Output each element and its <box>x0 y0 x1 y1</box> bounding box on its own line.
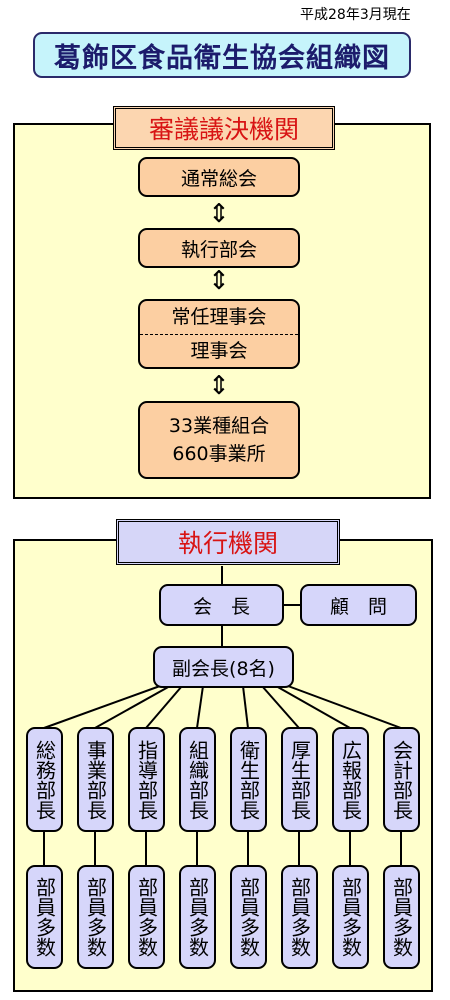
members-box: 部員多数 <box>179 865 216 969</box>
department-box: 広報部長 <box>332 727 369 832</box>
members-box: 部員多数 <box>383 865 420 969</box>
connector-line <box>94 685 171 729</box>
double-arrow-icon: ⇕ <box>208 371 230 401</box>
deliberative-heading: 審議議決機関 <box>113 106 335 150</box>
members-box: 部員多数 <box>230 865 267 969</box>
unions-line1: 33業種組合 <box>168 415 270 437</box>
vice-president-box: 副会長(8名) <box>153 646 294 688</box>
board-box: 常任理事会 理事会 <box>138 299 300 369</box>
members-box: 部員多数 <box>77 865 114 969</box>
unions-box: 33業種組合 660事業所 <box>138 401 300 479</box>
chart-title: 葛飾区食品衛生協会組織図 <box>33 32 411 78</box>
department-box: 総務部長 <box>26 727 63 832</box>
board-divider <box>140 333 298 335</box>
connector-line <box>145 685 183 729</box>
general-meeting-box: 通常総会 <box>138 157 300 197</box>
connector-line <box>43 685 161 729</box>
department-box: 会計部長 <box>383 727 420 832</box>
connector-line <box>196 685 204 729</box>
members-box: 部員多数 <box>26 865 63 969</box>
connector-line <box>275 685 351 729</box>
members-box: 部員多数 <box>332 865 369 969</box>
standing-board-label: 常任理事会 <box>171 305 267 328</box>
executive-meeting-box: 執行部会 <box>138 228 300 268</box>
department-box: 組織部長 <box>179 727 216 832</box>
department-box: 衛生部長 <box>230 727 267 832</box>
executive-heading: 執行機関 <box>116 519 340 565</box>
connector-line <box>242 685 249 729</box>
department-box: 厚生部長 <box>281 727 318 832</box>
department-box: 指導部長 <box>128 727 165 832</box>
double-arrow-icon: ⇕ <box>208 266 230 296</box>
members-box: 部員多数 <box>281 865 318 969</box>
president-box: 会 長 <box>159 584 284 626</box>
unions-line2: 660事業所 <box>172 443 266 465</box>
connector-line <box>287 685 402 729</box>
board-label: 理事会 <box>190 339 248 362</box>
advisor-box: 顧 問 <box>300 584 417 626</box>
department-box: 事業部長 <box>77 727 114 832</box>
members-box: 部員多数 <box>128 865 165 969</box>
connector-line <box>261 685 300 729</box>
double-arrow-icon: ⇕ <box>208 199 230 229</box>
as-of-date: 平成28年3月現在 <box>300 7 411 23</box>
